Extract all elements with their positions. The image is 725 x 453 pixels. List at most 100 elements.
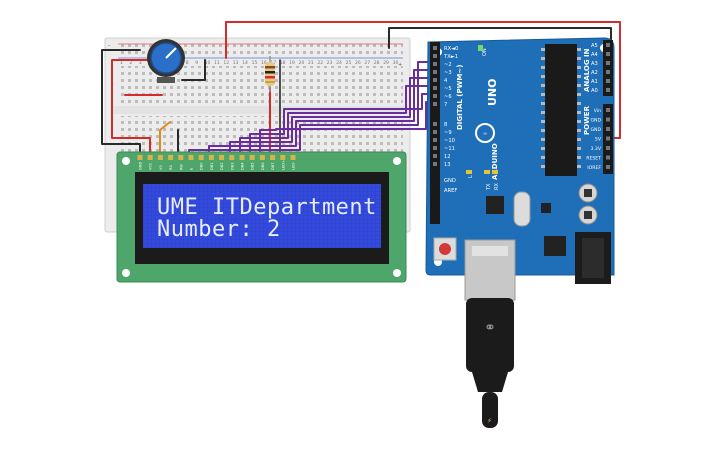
digital-label: DIGITAL (PWM~): [456, 65, 464, 130]
power-pin-label: GND: [590, 127, 601, 133]
digital-pin: [433, 102, 437, 106]
potentiometer[interactable]: [147, 39, 185, 83]
lcd-line-2: Number: 2: [157, 217, 281, 242]
uno-label: UNO: [486, 79, 499, 107]
digital-pin: [433, 46, 437, 50]
svg-text:⚡: ⚡: [487, 417, 492, 425]
digital-pin: [433, 154, 437, 158]
analog-pin-label: A5: [591, 43, 598, 49]
analog-pin-label: A4: [591, 52, 599, 58]
breadboard-col-number: 13: [233, 60, 239, 66]
usb-power-icon: [486, 416, 494, 424]
power-pin-label: IOREF: [587, 165, 601, 171]
digital-pin-label: RX◄0: [444, 46, 458, 52]
wire-purple-db6: [249, 93, 438, 159]
usb-icon: ⚭: [484, 320, 496, 336]
lcd-pin: [219, 155, 225, 160]
lcd-pin: [157, 155, 163, 160]
lcd-pin-label: RS: [169, 165, 173, 170]
breadboard-col-number: 30: [393, 60, 399, 66]
lcd-pin: [208, 155, 214, 160]
analog-pin-label: A1: [591, 79, 598, 85]
lcd-pin: [239, 155, 245, 160]
aref-pin-label: AREF: [444, 188, 457, 194]
digital-pin: [433, 70, 437, 74]
lcd-mount-hole-bl: [122, 269, 130, 277]
lcd-pin: [229, 155, 235, 160]
lcd-pin-label: GND: [139, 162, 143, 170]
lcd-mount-hole-br: [393, 269, 401, 277]
power-pin: [606, 165, 610, 169]
analog-pin-label: A2: [591, 70, 598, 76]
crystal: [513, 191, 531, 227]
digital-pin: [433, 62, 437, 66]
analog-header: [603, 40, 613, 96]
digital-pin-label: 12: [444, 154, 451, 160]
digital-pin: [433, 94, 437, 98]
breadboard-col-number: 2: [129, 60, 132, 66]
lcd-pin-label: DB3: [230, 162, 234, 170]
analog-pin: [606, 52, 610, 56]
analog-pin: [606, 61, 610, 65]
breadboard-col-number: 25: [346, 60, 352, 66]
lcd-pin: [249, 155, 255, 160]
on-led: [478, 45, 483, 51]
digital-pin-label: ~2: [444, 62, 452, 68]
digital-pin-label: ~10: [444, 138, 455, 144]
lcd-pin: [137, 155, 143, 160]
lcd-pin-label: DB1: [210, 162, 214, 170]
l-led-label: L: [468, 175, 474, 178]
breadboard-col-number: 9: [195, 60, 198, 66]
power-pin: [606, 155, 610, 160]
power-pin-label: RESET: [586, 156, 601, 162]
resistor: [265, 56, 275, 92]
lcd-pin-label: DB2: [220, 162, 224, 170]
power-pin-label: GND: [590, 118, 601, 124]
breadboard-channel: [112, 106, 408, 114]
lcd-pin: [188, 155, 194, 160]
power-pin-label: 3.3V: [591, 146, 602, 152]
breadboard-col-number: 16: [261, 60, 267, 66]
digital-pin-label: ~9: [444, 130, 452, 136]
power-pin: [606, 136, 610, 141]
lcd-pin-label: RW: [179, 164, 183, 170]
breadboard-col-number: 8: [186, 60, 189, 66]
breadboard-col-number: 21: [308, 60, 314, 66]
rail-plus-mark: +: [398, 62, 402, 68]
lcd-pin: [270, 155, 276, 160]
breadboard-col-number: 12: [223, 60, 229, 66]
digital-pin-label: 13: [444, 162, 451, 168]
breadboard-col-number: 27: [364, 60, 370, 66]
breadboard-col-number: 15: [252, 60, 258, 66]
usb-cable: ⚭ ⚡: [466, 298, 514, 428]
lcd-pin: [280, 155, 286, 160]
on-led-label: ON: [482, 48, 488, 56]
breadboard-col-number: 26: [355, 60, 361, 66]
lcd-pin-label: DB5: [251, 162, 255, 170]
analog-pin: [606, 88, 610, 92]
rx-label: RX: [494, 183, 500, 190]
reset-button[interactable]: [439, 243, 451, 255]
digital-pin: [433, 162, 437, 166]
lcd-pin-label: DB0: [200, 162, 204, 170]
wire-purple-e: [208, 69, 438, 159]
digital-pin-label: ~6: [444, 94, 452, 100]
digital-pin-label: ~3: [444, 70, 452, 76]
lcd-pin-label: DB6: [261, 162, 265, 170]
tx-label: TX: [486, 183, 492, 191]
digital-pin: [433, 146, 437, 150]
power-pin: [606, 146, 610, 150]
power-rail-top: [118, 42, 403, 58]
digital-pin-label: ~5: [444, 86, 452, 92]
breadboard-col-number: 14: [242, 60, 248, 66]
wires: [101, 21, 621, 159]
wire-v0-orange: [159, 121, 171, 159]
lcd-line-1: UME ITDepartment: [157, 195, 377, 220]
usb-chip: [486, 196, 504, 214]
voltage-regulator: [544, 236, 566, 256]
power-pin: [606, 117, 610, 122]
